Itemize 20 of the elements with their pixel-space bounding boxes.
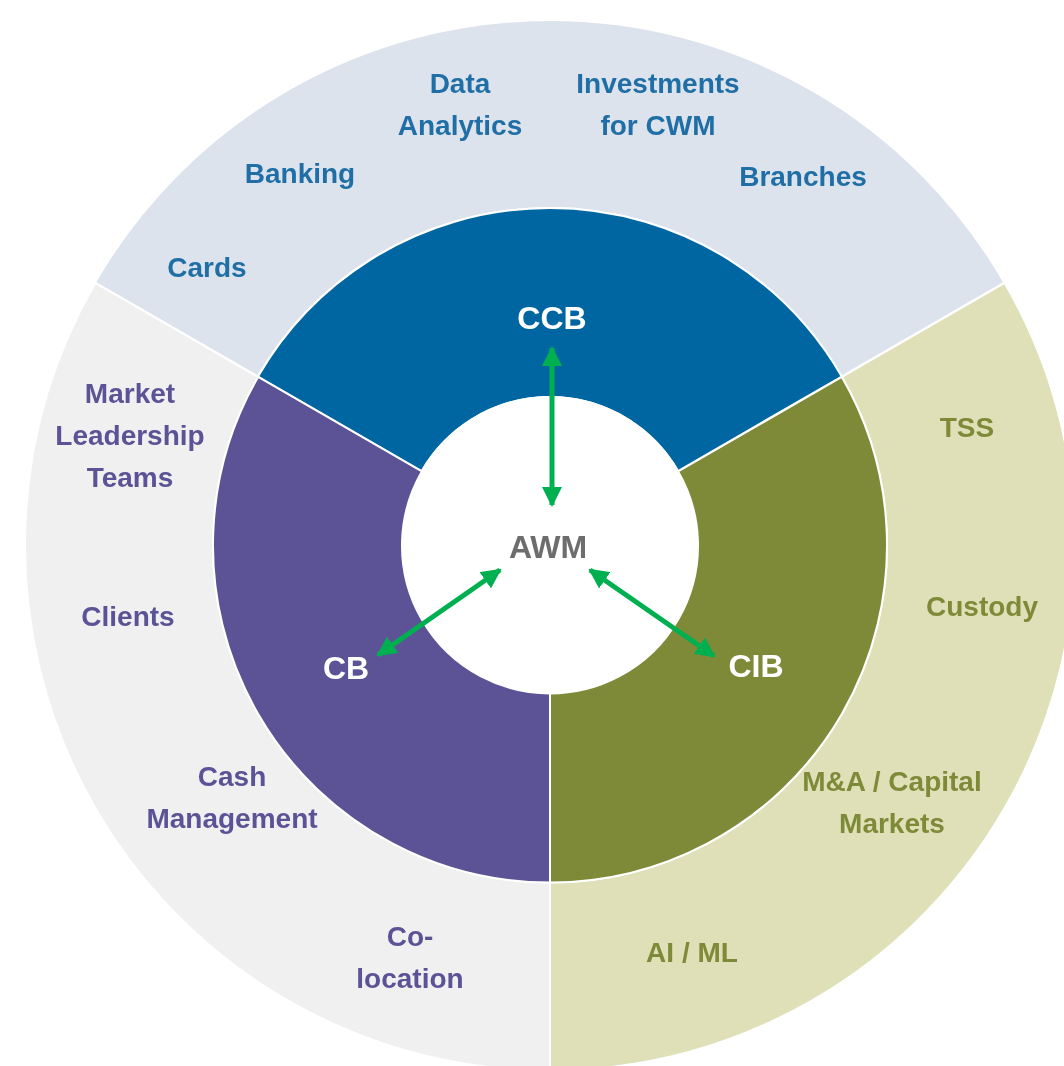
segment-label: Cash Management	[145, 760, 319, 836]
segment-label: Clients	[80, 600, 176, 634]
double-arrow	[376, 567, 502, 658]
segment-label: AI / ML	[645, 936, 739, 970]
segment-label: Co-location	[355, 920, 465, 996]
segment-label: M&A / Capital Markets	[801, 765, 983, 841]
double-arrow	[542, 346, 562, 507]
segment-label: Data Analytics	[396, 67, 524, 143]
segment-label: Custody	[925, 590, 1039, 624]
segment-label: Branches	[738, 160, 868, 194]
segment-label: CIB	[727, 647, 785, 686]
segment-label: Cards	[166, 251, 248, 285]
segment-label: AWM	[507, 528, 589, 567]
segment-label: TSS	[938, 411, 996, 445]
segment-label: CB	[321, 649, 371, 688]
double-arrow	[588, 567, 716, 659]
segment-label: Market Leadership Teams	[54, 377, 206, 495]
segment-label: Banking	[243, 157, 357, 191]
segment-label: Investments for CWM	[575, 67, 741, 143]
segment-label: CCB	[516, 299, 588, 338]
